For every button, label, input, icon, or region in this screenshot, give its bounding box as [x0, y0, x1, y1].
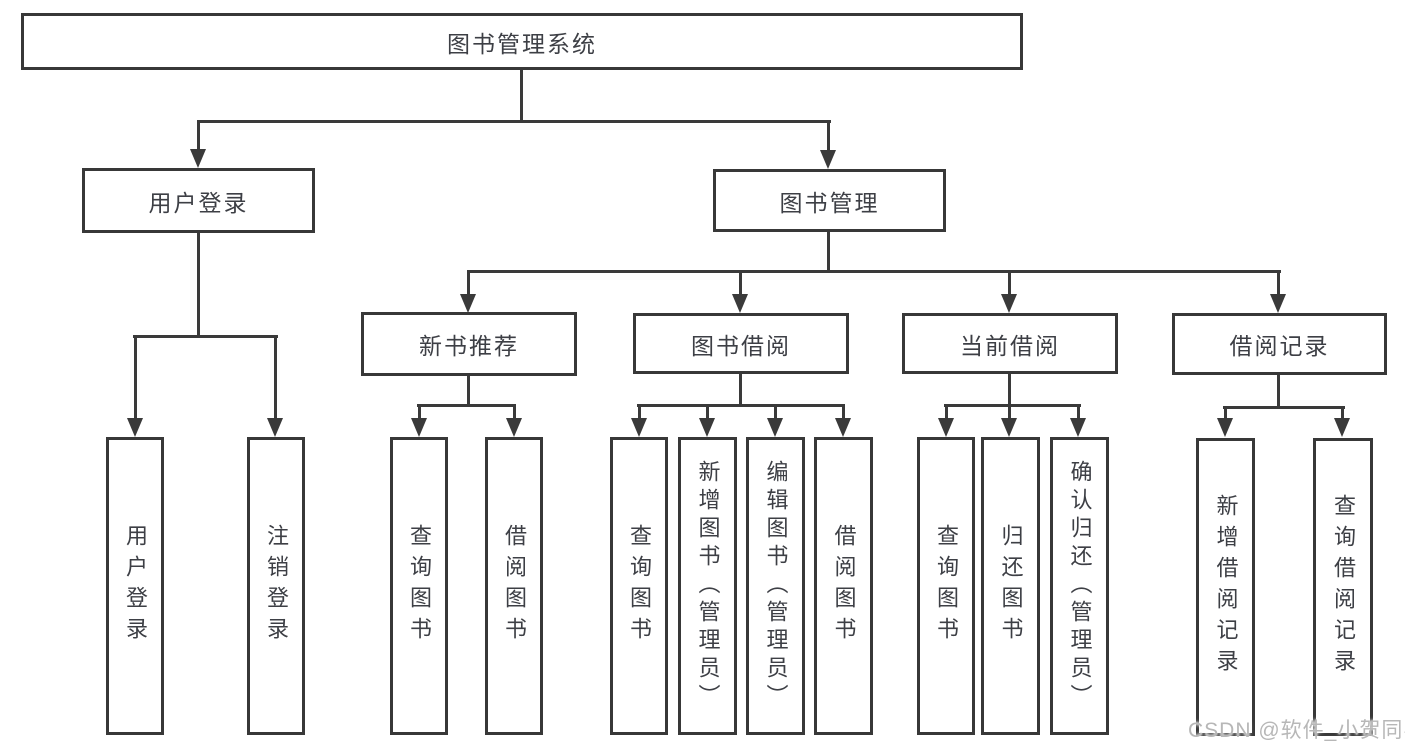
- node-label: 图书管理: [779, 189, 880, 216]
- arrowhead-bb-add: [699, 418, 715, 437]
- arrowhead-cur-query: [938, 418, 954, 437]
- connector-records-stem: [1277, 375, 1280, 409]
- arrowhead-bb-edit: [767, 418, 783, 437]
- connector-records-bar: [1223, 406, 1345, 409]
- node-book-management-module: 图书管理: [713, 169, 946, 232]
- arrowhead-logout: [267, 418, 283, 437]
- arrowhead-cur-return: [1001, 418, 1017, 437]
- node-label: 图书管理系统: [447, 30, 597, 57]
- leaf-recommend-borrow-book: 借阅图书: [485, 437, 543, 735]
- arrowhead-records: [1270, 294, 1286, 313]
- node-label: 确认归还（管理员）: [1067, 460, 1093, 712]
- node-new-book-recommend: 新书推荐: [361, 312, 577, 376]
- node-label: 新增借阅记录: [1213, 494, 1239, 680]
- connector-current-bar: [944, 404, 1081, 407]
- arrowhead-cur-confirm: [1070, 418, 1086, 437]
- connector-drop-manage: [827, 120, 830, 152]
- connector-drop-borrow: [739, 270, 742, 296]
- leaf-user-login: 用户登录: [106, 437, 164, 735]
- node-user-login-module: 用户登录: [82, 168, 315, 233]
- node-label: 用户登录: [148, 189, 249, 216]
- connector-drop-current: [1008, 270, 1011, 296]
- arrowhead-current: [1001, 294, 1017, 313]
- connector-drop-recommend: [467, 270, 470, 296]
- connector-current-stem: [1008, 374, 1011, 407]
- arrowhead-rec-query: [411, 418, 427, 437]
- leaf-borrow-borrow-book: 借阅图书: [814, 437, 873, 735]
- node-label: 编辑图书（管理员）: [763, 460, 789, 712]
- node-label: 用户登录: [123, 524, 148, 648]
- arrowhead-log-add: [1217, 418, 1233, 437]
- leaf-current-return-book: 归还图书: [981, 437, 1040, 735]
- connector-recommend-stem: [467, 375, 470, 407]
- arrowhead-rec-borrow: [506, 418, 522, 437]
- csdn-watermark: CSDN @软件_小贺同学: [1188, 719, 1405, 742]
- connector-root-stem: [520, 69, 523, 121]
- connector-login-bar: [133, 335, 278, 338]
- leaf-current-confirm-return-admin: 确认归还（管理员）: [1050, 437, 1109, 735]
- node-current-borrowing: 当前借阅: [902, 313, 1118, 374]
- leaf-logout: 注销登录: [247, 437, 305, 735]
- connector-drop-cur-query: [945, 404, 948, 419]
- connector-drop-rec-query: [418, 404, 421, 419]
- connector-drop-bb-borrow: [842, 404, 845, 419]
- node-label: 查询图书: [934, 524, 959, 648]
- connector-drop-bb-query: [638, 404, 641, 419]
- node-label: 图书借阅: [691, 332, 791, 359]
- leaf-current-query-book: 查询图书: [917, 437, 975, 735]
- node-label: 查询图书: [627, 524, 652, 648]
- connector-drop-logout: [274, 335, 277, 419]
- node-label: 新增图书（管理员）: [695, 460, 721, 712]
- connector-borrow-bar: [637, 404, 845, 407]
- connector-drop-login: [197, 120, 200, 152]
- connector-drop-user-login: [134, 335, 137, 419]
- node-label: 当前借阅: [960, 332, 1060, 359]
- node-library-management-system: 图书管理系统: [21, 13, 1023, 70]
- node-label: 归还图书: [998, 524, 1024, 648]
- node-label: 借阅图书: [502, 524, 527, 648]
- connector-drop-cur-confirm: [1077, 404, 1080, 419]
- connector-drop-log-add: [1224, 406, 1227, 419]
- arrowhead-bb-borrow: [835, 418, 851, 437]
- connector-drop-bb-add: [706, 404, 709, 419]
- connector-borrow-stem: [739, 374, 742, 407]
- arrowhead-manage: [820, 150, 836, 169]
- arrowhead-bb-query: [631, 418, 647, 437]
- leaf-borrow-query-book: 查询图书: [610, 437, 668, 735]
- connector-drop-rec-borrow: [513, 404, 516, 419]
- connector-drop-log-query: [1341, 406, 1344, 419]
- arrowhead-borrow: [732, 294, 748, 313]
- connector-login-stem: [197, 233, 200, 335]
- arrowhead-user-login: [127, 418, 143, 437]
- connector-recommend-bar: [417, 404, 516, 407]
- leaf-records-query-record: 查询借阅记录: [1313, 438, 1373, 736]
- connector-l2-bar: [197, 120, 831, 123]
- leaf-borrow-add-book-admin: 新增图书（管理员）: [678, 437, 737, 735]
- node-label: 注销登录: [264, 524, 289, 648]
- connector-manage-stem: [827, 232, 830, 272]
- arrowhead-log-query: [1334, 418, 1350, 437]
- node-book-borrowing: 图书借阅: [633, 313, 849, 374]
- leaf-recommend-query-book: 查询图书: [390, 437, 448, 735]
- connector-drop-records: [1277, 270, 1280, 296]
- arrowhead-login: [190, 149, 206, 168]
- node-label: 借阅记录: [1229, 333, 1330, 359]
- node-borrowing-records: 借阅记录: [1172, 313, 1387, 375]
- node-label: 借阅图书: [831, 524, 857, 648]
- node-label: 查询借阅记录: [1331, 494, 1356, 680]
- connector-drop-bb-edit: [774, 404, 777, 419]
- leaf-borrow-edit-book-admin: 编辑图书（管理员）: [746, 437, 805, 735]
- arrowhead-recommend: [460, 294, 476, 313]
- connector-l3-bar: [467, 270, 1281, 273]
- leaf-records-add-record: 新增借阅记录: [1196, 438, 1255, 736]
- node-label: 新书推荐: [419, 333, 519, 359]
- node-label: 查询图书: [407, 524, 432, 648]
- connector-drop-cur-return: [1008, 404, 1011, 419]
